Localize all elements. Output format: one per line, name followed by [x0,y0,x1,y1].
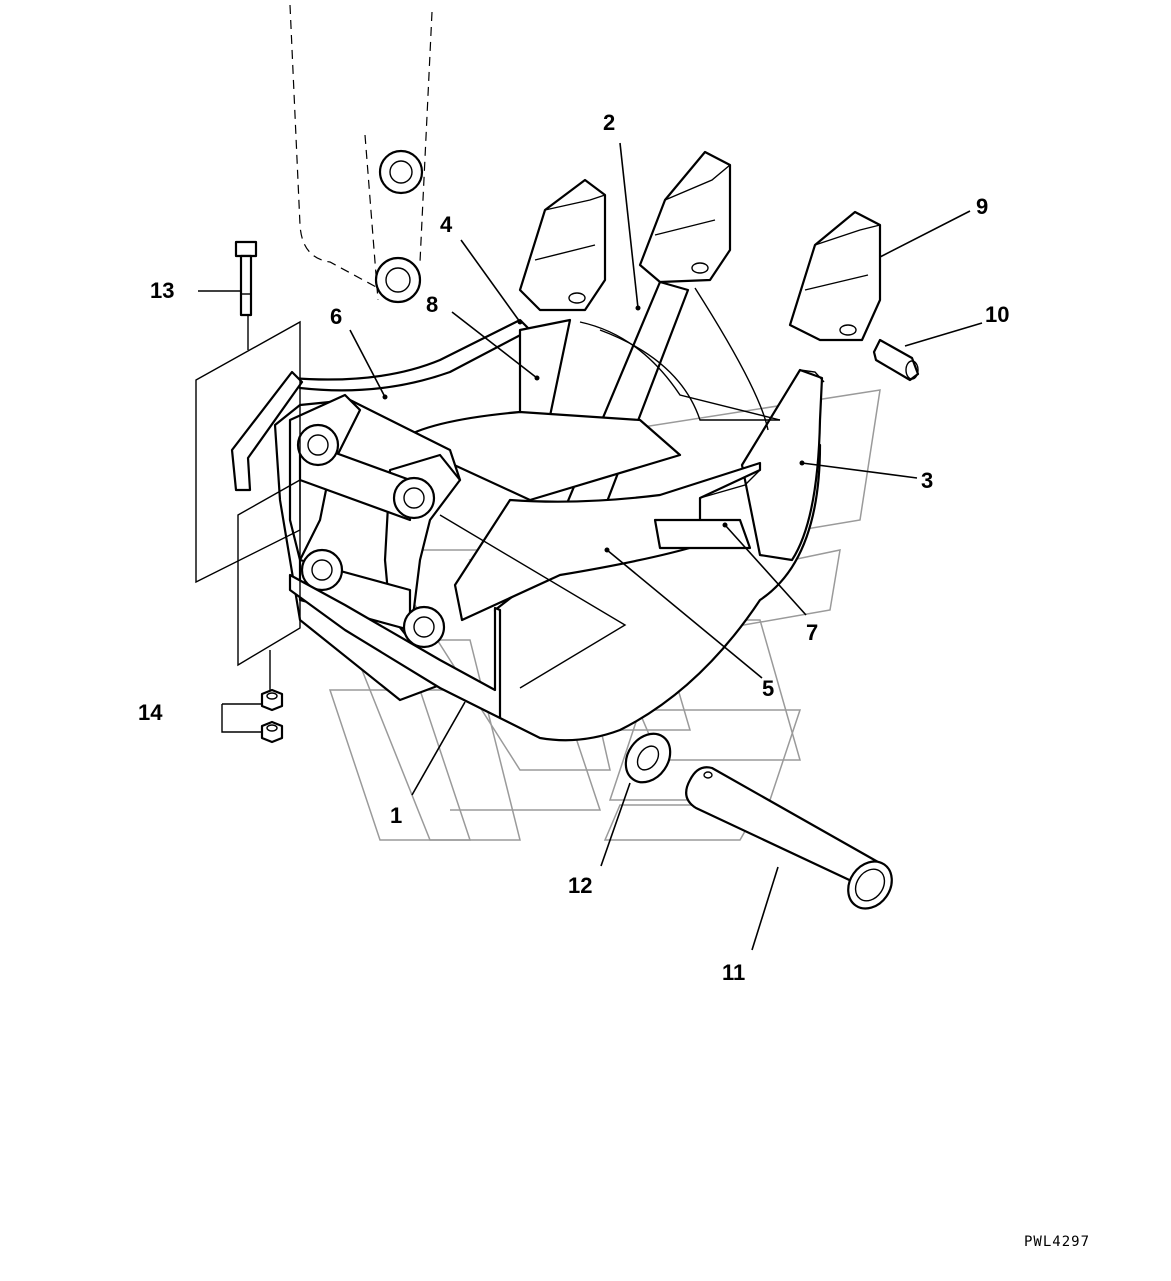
callout-12: 12 [568,873,592,898]
callout-6: 6 [330,304,342,329]
tooth-center [638,150,732,284]
callout-3: 3 [921,468,933,493]
boss-upper-left [296,423,340,467]
boss-lower-right [402,605,446,649]
washer [624,732,672,784]
callout-5: 5 [762,676,774,701]
arm-bushing-upper [378,149,424,195]
callouts: 1 2 3 4 5 6 7 8 9 10 11 12 13 14 [138,110,1009,985]
callout-8: 8 [426,292,438,317]
callout-7: 7 [806,620,818,645]
arm-bushing-lower [374,256,422,304]
callout-9: 9 [976,194,988,219]
callout-1: 1 [390,803,402,828]
main-pin [685,766,893,910]
exploded-guides [195,315,627,690]
tooth-left [518,178,607,312]
boss-upper-right [392,476,436,520]
boss-lower-left [300,548,344,592]
callout-11: 11 [722,960,745,985]
nuts [221,688,284,744]
callout-4: 4 [440,212,453,237]
leader-dots [382,305,805,553]
leader-lines [198,142,983,951]
drawing-code: PWL4297 [1024,1234,1090,1250]
callout-14: 14 [138,700,163,725]
callout-13: 13 [150,278,174,303]
bolt [234,240,258,317]
tooth-pin [872,338,920,382]
callout-10: 10 [985,302,1009,327]
callout-2: 2 [603,110,615,135]
bracket-assembly [273,393,502,720]
arm-phantom [289,4,433,304]
tooth-right-exploded [788,210,882,342]
bucket-body [230,280,825,742]
